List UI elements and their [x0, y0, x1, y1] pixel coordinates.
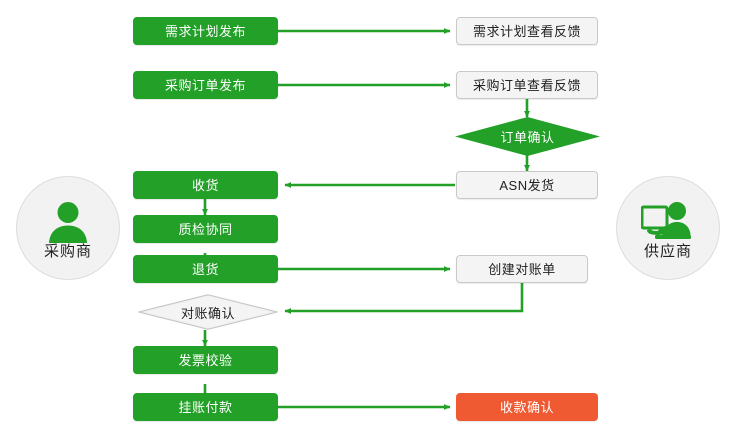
- actor-buyer[interactable]: 采购商: [16, 176, 120, 280]
- node-receipt-confirm[interactable]: 收款确认: [456, 393, 598, 421]
- user-computer-icon: [640, 197, 696, 243]
- actor-supplier-label: 供应商: [643, 243, 692, 260]
- node-asn-ship[interactable]: ASN发货: [456, 171, 598, 199]
- node-quality-collab-label: 质检协同: [178, 221, 233, 237]
- node-demand-plan-feedback[interactable]: 需求计划查看反馈: [456, 17, 598, 45]
- node-statement-confirm[interactable]: 对账确认: [138, 294, 278, 330]
- node-invoice-verify-label: 发票校验: [178, 352, 233, 368]
- node-create-statement[interactable]: 创建对账单: [456, 255, 588, 283]
- node-statement-confirm-label: 对账确认: [180, 305, 235, 321]
- node-demand-plan-publish-label: 需求计划发布: [164, 23, 246, 39]
- node-receive-goods[interactable]: 收货: [133, 171, 278, 199]
- node-return-goods-label: 退货: [191, 261, 219, 277]
- node-return-goods[interactable]: 退货: [133, 255, 278, 283]
- node-order-confirm-label: 订单确认: [500, 130, 555, 145]
- node-invoice-verify[interactable]: 发票校验: [133, 346, 278, 374]
- node-po-publish[interactable]: 采购订单发布: [133, 71, 278, 99]
- node-create-statement-label: 创建对账单: [488, 261, 556, 277]
- actor-supplier[interactable]: 供应商: [616, 176, 720, 280]
- node-order-confirm[interactable]: 订单确认: [455, 117, 600, 156]
- node-asn-ship-label: ASN发货: [499, 177, 555, 193]
- user-icon: [40, 197, 96, 243]
- node-payable-payment-label: 挂账付款: [178, 399, 233, 415]
- node-receipt-confirm-label: 收款确认: [499, 399, 554, 415]
- node-quality-collab[interactable]: 质检协同: [133, 215, 278, 243]
- node-po-feedback[interactable]: 采购订单查看反馈: [456, 71, 598, 99]
- actor-buyer-label: 采购商: [43, 243, 92, 260]
- node-demand-plan-feedback-label: 需求计划查看反馈: [472, 23, 581, 39]
- node-po-feedback-label: 采购订单查看反馈: [472, 77, 581, 93]
- node-receive-goods-label: 收货: [191, 177, 219, 193]
- node-demand-plan-publish[interactable]: 需求计划发布: [133, 17, 278, 45]
- node-po-publish-label: 采购订单发布: [164, 77, 246, 93]
- edge-create-statement-to-statement-confirm: [284, 283, 524, 315]
- node-payable-payment[interactable]: 挂账付款: [133, 393, 278, 421]
